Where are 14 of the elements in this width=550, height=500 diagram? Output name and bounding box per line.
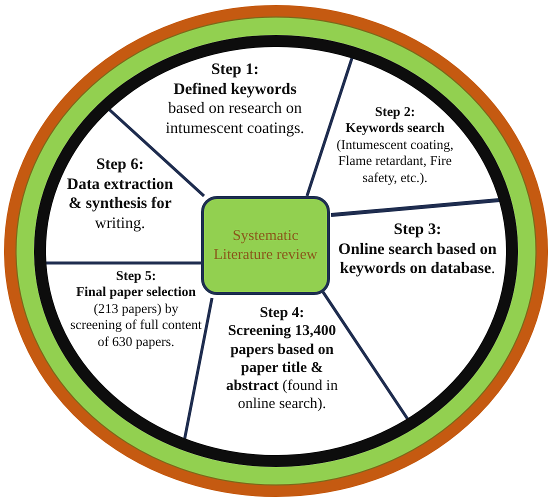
step-heading: Step 2:	[374, 104, 416, 120]
step-heading: Step 1:	[211, 60, 259, 80]
center-box	[201, 196, 330, 295]
step-heading: Step 6:	[96, 155, 144, 175]
step-description: Data extraction & synthesis for writing.	[66, 174, 174, 234]
step-description: Screening 13,400 papers based on paper title & abstract (found in online search).	[225, 322, 339, 414]
step-heading: Step 5:	[116, 268, 156, 284]
step-heading: Step 4:	[260, 304, 304, 322]
step-description: Defined keywords based on research on intumescent coatings.	[164, 80, 306, 138]
step-heading: Step 3:	[394, 220, 442, 240]
step-description: Final paper selection (213 papers) by screening of full content of 630 papers.	[69, 284, 203, 350]
topic-title: Systematic Literature review	[212, 226, 318, 264]
step-description: Online search based on keywords on database.	[337, 240, 498, 279]
step-description: Keywords search (Intumescent coating, Flame retardant, Fire safety, etc.).	[336, 120, 454, 186]
